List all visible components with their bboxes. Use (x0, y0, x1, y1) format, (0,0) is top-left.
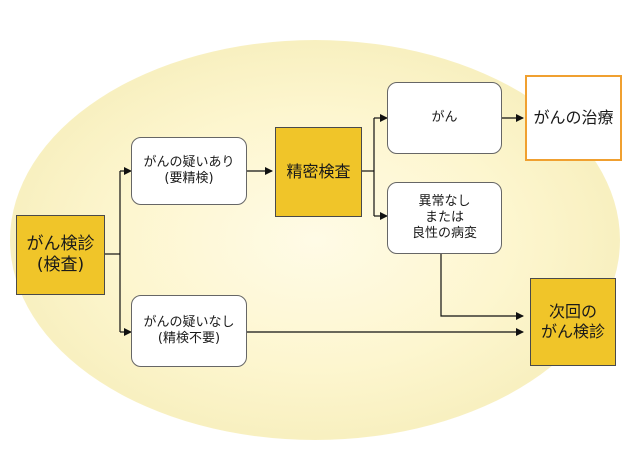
detailed-exam-label: 精密検査 (286, 162, 351, 181)
treatment-node: がんの治療 (525, 75, 622, 161)
treatment-label: がんの治療 (533, 108, 614, 127)
screening-label-1: がん検診 (26, 233, 95, 254)
next-screening-label-1: 次回の (548, 302, 597, 321)
not-suspected-label-1: がんの疑いなし (143, 314, 235, 330)
arrow-benign-to-next (440, 254, 524, 320)
screening-label-2: (検査) (36, 255, 85, 275)
next-screening-node: 次回の がん検診 (530, 278, 616, 366)
suspected-label-1: がんの疑いあり (143, 154, 235, 170)
background-glow (10, 40, 620, 440)
benign-label-3: 良性の病変 (411, 226, 477, 242)
detailed-exam-node: 精密検査 (275, 127, 362, 217)
not-suspected-label-2: (精検不要) (157, 331, 221, 346)
not-suspected-node: がんの疑いなし (精検不要) (131, 295, 247, 367)
benign-label-1: 異常なし (418, 193, 471, 209)
suspected-label-2: (要精検) (164, 171, 214, 186)
benign-label-2: または (424, 209, 464, 225)
cancer-label: がん (431, 109, 458, 125)
next-screening-label-2: がん検診 (540, 322, 605, 341)
suspected-node: がんの疑いあり (要精検) (131, 137, 247, 205)
screening-node: がん検診 (検査) (16, 215, 105, 295)
benign-node: 異常なし または 良性の病変 (387, 182, 502, 254)
cancer-node: がん (387, 82, 502, 154)
